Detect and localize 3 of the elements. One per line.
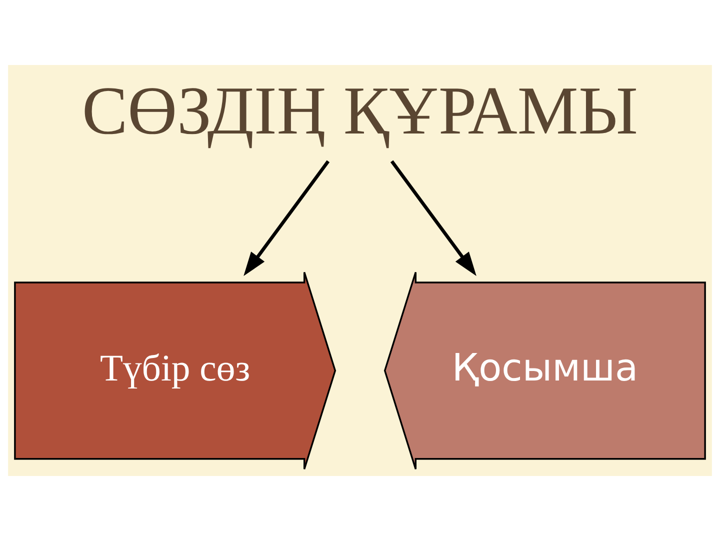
arrow xyxy=(390,160,476,276)
arrow xyxy=(244,160,330,276)
node-text: СӨЗДІҢ ҚҰРАМЫ xyxy=(82,72,638,148)
